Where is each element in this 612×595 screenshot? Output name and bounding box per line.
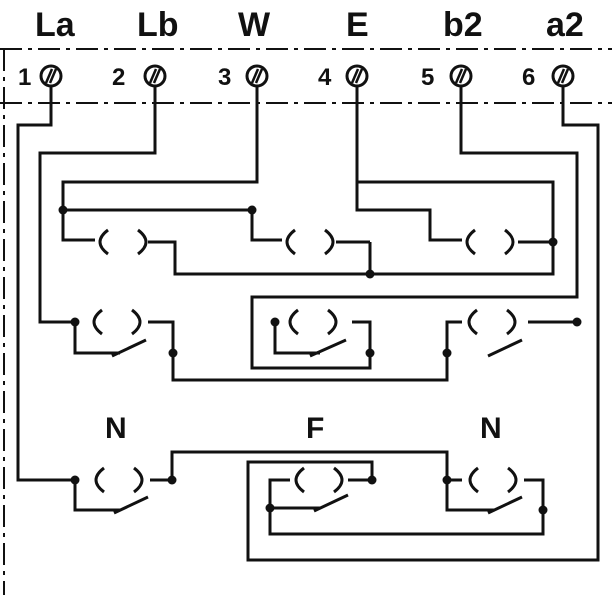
- terminal-label-Lb: Lb: [137, 6, 179, 44]
- section-label-left: N: [105, 412, 127, 445]
- contact-top-center: [285, 228, 335, 256]
- junction-dots: [58, 205, 582, 515]
- wire-bottom-center-in: [268, 478, 320, 510]
- terminal-label-W: W: [238, 6, 271, 44]
- wire-terminal-5: [250, 86, 579, 370]
- contact-top-right: [465, 228, 515, 256]
- wire-terminal-3: [61, 86, 259, 242]
- wire-bottom-right-in: [445, 480, 495, 512]
- screw-terminal-icon-5: [449, 64, 473, 88]
- contact-top-left: [63, 228, 148, 256]
- wire-middle-center-out: [275, 320, 372, 370]
- terminal-number-1: 1: [18, 64, 31, 91]
- wire-top-row-right: [370, 242, 555, 276]
- screw-terminal-icon-6: [551, 64, 575, 88]
- wire-terminal-6: [246, 86, 600, 562]
- switch-contact-middle-center: [288, 308, 347, 358]
- terminal-number-3: 3: [218, 64, 231, 91]
- screw-terminal-icon-1: [39, 64, 63, 88]
- switch-contact-bottom-right: [468, 466, 523, 515]
- switch-contact-middle-right: [467, 308, 523, 358]
- wire-middle-right-in: [445, 320, 462, 353]
- terminal-number-6: 6: [522, 64, 535, 91]
- housing-frame: [0, 48, 612, 595]
- wire-terminal-4: [355, 86, 462, 242]
- wire-bottom-left-in: [73, 480, 120, 512]
- screw-terminal-icon-3: [245, 64, 269, 88]
- screw-terminal-icon-4: [345, 64, 369, 88]
- wire-bottom-right-out: [268, 478, 545, 536]
- terminal-number-2: 2: [112, 64, 125, 91]
- wire-middle-left-in: [73, 322, 120, 355]
- terminal-number-4: 4: [318, 64, 332, 91]
- terminal-label-a2: a2: [546, 6, 584, 44]
- wire-top-bus: [63, 208, 282, 242]
- switch-contact-bottom-center: [294, 466, 349, 513]
- section-label-middle: F: [306, 412, 324, 445]
- wiring: [16, 86, 600, 562]
- wire-bottom-bridge: [150, 450, 462, 482]
- wire-bottom-center-out: [290, 460, 374, 482]
- wire-terminal-1: [16, 86, 75, 482]
- wire-terminal-2: [38, 86, 157, 324]
- switch-contact-middle-left: [92, 308, 147, 358]
- switch-contact-bottom-left: [94, 466, 149, 515]
- terminal-number-5: 5: [421, 64, 434, 91]
- wire-top-right-return: [357, 180, 555, 244]
- screw-terminal-icon-2: [143, 64, 167, 88]
- section-label-right: N: [480, 412, 502, 445]
- terminal-label-E: E: [346, 6, 369, 44]
- wire-middle-center-in: [273, 322, 320, 355]
- terminal-label-La: La: [35, 6, 76, 44]
- terminal-label-b2: b2: [443, 6, 483, 44]
- wire-top-row-link: [148, 240, 370, 276]
- wire-middle-bridge: [148, 320, 449, 382]
